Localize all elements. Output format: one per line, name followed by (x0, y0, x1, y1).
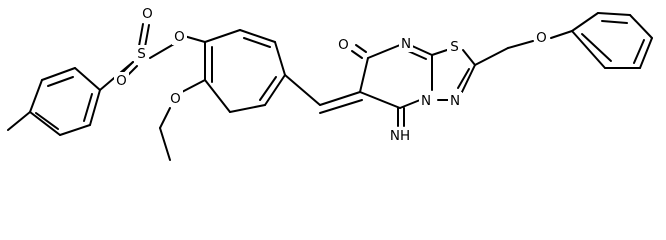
thiadiazole-nitrogen-label: N (450, 93, 460, 109)
bond (597, 12, 631, 16)
bond (179, 79, 206, 94)
atom-label-layer: S O O O O O N S N N NH O (114, 5, 549, 144)
thiadiazole-sulfur-label: S (450, 39, 459, 55)
bond (457, 68, 470, 89)
bond (409, 44, 433, 56)
bond (29, 111, 61, 136)
sulfonyl-oxygen-top-label: O (142, 6, 153, 22)
chemical-structure-diagram: S O O O O O N S N N NH O (7, 5, 653, 161)
bond (319, 99, 363, 114)
bond (144, 24, 150, 48)
bond (507, 40, 534, 49)
bond (284, 74, 321, 106)
bond (59, 124, 91, 136)
bond (89, 89, 101, 126)
sulfonyl-sulfur-label: S (137, 46, 146, 62)
bond (138, 23, 144, 47)
bond (461, 64, 476, 93)
bond (639, 37, 653, 69)
ethoxy-oxygen-label: O (170, 91, 181, 107)
bond (159, 107, 171, 129)
bond (74, 67, 101, 91)
bond (359, 57, 369, 93)
bond (149, 43, 175, 59)
bond (355, 44, 367, 53)
bond (204, 79, 231, 113)
bond (29, 79, 43, 113)
bond (259, 76, 277, 101)
bond (581, 33, 612, 62)
bond (243, 37, 271, 48)
bond (629, 14, 653, 39)
bridgehead-nitrogen-label: N (421, 93, 431, 109)
bond (431, 49, 448, 56)
bond (407, 50, 427, 60)
sulfonyl-oxygen-bottom-label: O (116, 73, 127, 89)
pyrimidine-nitrogen-label: N (401, 36, 411, 52)
bond (159, 127, 171, 161)
bond (264, 74, 286, 106)
bond (474, 47, 509, 66)
bond (7, 111, 31, 131)
bond (229, 104, 266, 113)
bond-layer (7, 12, 653, 161)
imine-nh-label: NH (390, 128, 410, 144)
bond (367, 44, 401, 59)
bond (462, 49, 476, 66)
bond (274, 41, 286, 76)
bond (571, 30, 606, 69)
phenoxy-oxygen-label: O (536, 30, 547, 46)
bond (204, 29, 241, 43)
bond (35, 112, 59, 130)
ester-oxygen-label: O (174, 29, 185, 45)
bond (122, 61, 134, 73)
carbonyl-oxygen-label: O (338, 37, 349, 53)
bond (83, 93, 93, 122)
bond (47, 76, 74, 87)
bond (239, 29, 276, 43)
bond (183, 35, 206, 43)
bond (550, 30, 573, 39)
bond (319, 91, 361, 106)
bond (633, 39, 645, 64)
bond (41, 67, 76, 81)
bond (351, 50, 363, 59)
bond (359, 91, 401, 109)
bond (601, 20, 628, 24)
bond (571, 12, 599, 32)
bond (399, 99, 421, 109)
